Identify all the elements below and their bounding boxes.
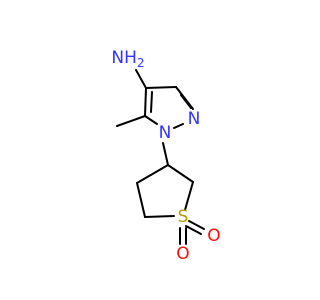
bond-s-o1-a bbox=[188, 220, 205, 230]
bond-c5-c4 bbox=[144, 87, 147, 117]
bond-c3prime-c4prime bbox=[136, 164, 169, 184]
bond-c5prime-s bbox=[144, 215, 175, 218]
bond-c3-n2-double bbox=[180, 94, 192, 109]
bond-c4-c3 bbox=[145, 86, 177, 89]
bond-layer bbox=[116, 69, 205, 245]
bond-c2prime-c3prime bbox=[167, 164, 194, 183]
oxygen-bottom-label: O bbox=[176, 244, 189, 264]
bond-n2-n1 bbox=[173, 123, 184, 129]
amine-nh2-label: NH2 bbox=[111, 48, 144, 70]
bond-s-c2prime bbox=[184, 181, 194, 211]
bond-c5-methyl bbox=[116, 115, 146, 127]
bond-n1-c5 bbox=[144, 115, 158, 125]
sulfur-label: S bbox=[178, 207, 189, 227]
pyrazole-n1-label: N bbox=[159, 123, 172, 143]
bond-c4prime-c5prime bbox=[136, 182, 146, 218]
bond-c4-nh2 bbox=[135, 69, 147, 89]
bond-c5-c4-double bbox=[150, 91, 153, 113]
pyrazole-n2-label: N bbox=[188, 109, 201, 129]
atom-labels: NH2 N N S O O bbox=[111, 48, 220, 264]
bond-n1-c3prime bbox=[162, 142, 169, 166]
bond-s-o1-b bbox=[185, 225, 202, 235]
structure-diagram: NH2 N N S O O bbox=[111, 48, 220, 264]
oxygen-right-label: O bbox=[207, 226, 220, 246]
